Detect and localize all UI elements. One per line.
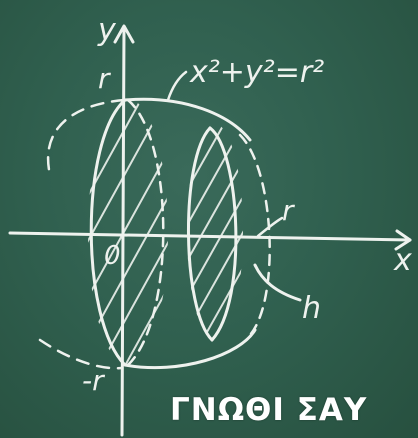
small-section-outline-right <box>208 126 238 342</box>
watermark-text: ΓΝΩΘΙ ΣΑΥ <box>170 392 368 428</box>
large-circle-back-dashed <box>47 98 126 177</box>
large-circle-back-dashed-bottom <box>38 338 124 370</box>
y-axis-label: y <box>97 13 117 48</box>
origin-label: 0 <box>104 241 121 271</box>
x-axis <box>8 231 412 242</box>
h-label: h <box>302 291 321 326</box>
sphere-cap-bottom-arc <box>123 328 257 370</box>
small-section-dashed-right <box>238 133 271 337</box>
large-section-dashed-right <box>126 98 165 367</box>
small-section-outline-left <box>187 126 214 342</box>
sphere-curve-to-h <box>253 263 302 302</box>
sphere-cap-top-arc <box>123 97 252 142</box>
bottom-r-label: -r <box>82 364 105 397</box>
radius-marker <box>256 216 284 238</box>
side-r-label: r <box>282 194 295 227</box>
y-axis <box>120 26 126 437</box>
x-axis-label: x <box>393 243 412 278</box>
equation-label: x²+y²=r² <box>189 55 324 90</box>
top-r-label: r <box>98 62 111 95</box>
x-axis-arrow <box>394 229 412 251</box>
large-section-outline <box>89 98 127 367</box>
equation-pointer <box>166 70 188 102</box>
y-axis-arrow <box>113 24 135 44</box>
